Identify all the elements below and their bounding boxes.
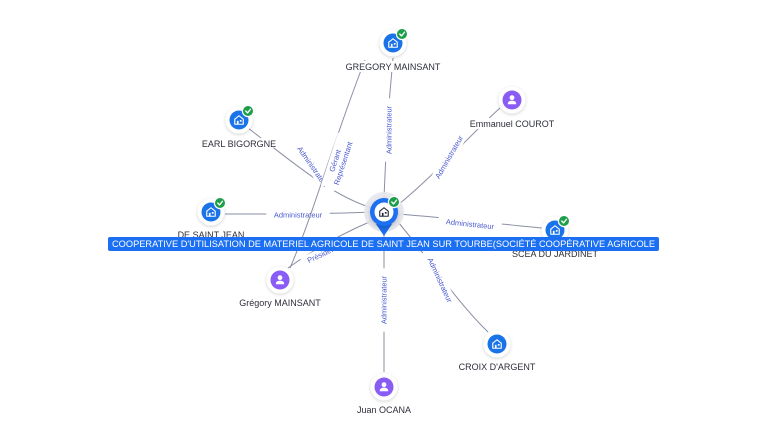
building-icon [388,38,398,48]
center-label: COOPERATIVE D'UTILISATION DE MATERIEL AG… [112,239,655,249]
verified-check-icon [387,195,401,209]
node-label-bg [351,61,435,72]
building-icon [550,225,560,235]
node-label-bg [460,361,534,372]
node-earl-bigorgne[interactable]: EARL BIGORGNE [202,104,276,149]
building-icon [234,115,244,125]
verified-check-icon [213,196,227,210]
edge-label: Administrateur [433,133,465,180]
edge-label: Administrateur [385,105,394,154]
node-label-bg [513,248,597,259]
edge-label-bg [428,126,470,188]
person-icon [507,95,517,105]
node-label: Grégory MAINSANT [239,298,321,308]
node-scea-du-jardinet[interactable]: SCEA DU JARDINET [512,214,599,259]
node-de-saint-jean[interactable]: DE SAINT JEAN [176,196,246,240]
edge-label: Administrateur [426,256,455,304]
node-gregory-mainsant-person[interactable]: Grégory MAINSANT [238,266,322,309]
center-label-bg [108,237,659,251]
edge-label-bg [320,132,358,192]
node-croix-d-argent[interactable]: CROIX D'ARGENT [459,330,536,373]
person-icon [275,275,285,285]
node-label: CROIX D'ARGENT [459,362,536,372]
building-icon [206,207,216,217]
center-node[interactable]: COOPERATIVE D'UTILISATION DE MATERIEL AG… [108,192,659,251]
node-label-bg [472,118,552,129]
edge-label: Administrateur [274,211,323,220]
verified-check-icon [241,104,255,118]
node-label: SCEA DU JARDINET [512,249,599,259]
node-label: Emmanuel COUROT [470,119,555,129]
edge-gregory-mainsant-company: Administrateur [383,57,395,199]
node-label: Juan OCANA [357,405,411,415]
building-icon [379,207,389,217]
edge-label: Administrateur [380,275,389,324]
edge-label-bg [437,214,503,234]
node-juan-ocana[interactable]: Juan OCANA [356,373,412,416]
edge-label-bg [378,268,390,332]
edge-gregory-mainsant-person: GérantReprésentant [289,59,366,269]
edge-scea-du-jardinet: Administrateur [397,213,543,234]
node-label-bg [356,404,412,415]
node-disc [487,334,507,354]
center-pin-tip [376,224,392,236]
nodes-layer: GREGORY MAINSANT EARL BIGORGNE Emmanuel CO… [176,27,599,416]
node-label-bg [204,138,274,149]
node-label-bg [176,229,246,240]
edge-label-bg [383,98,395,162]
edge-label-bg [266,209,330,221]
node-label-bg [238,297,322,308]
node-label: EARL BIGORGNE [202,139,276,149]
node-label: GREGORY MAINSANT [346,62,441,72]
building-icon [492,339,502,349]
verified-check-icon [557,214,571,228]
node-label: DE SAINT JEAN [178,230,245,240]
edge-line [289,59,366,269]
node-gregory-mainsant-company[interactable]: GREGORY MAINSANT [346,27,441,72]
node-emmanuel-courot[interactable]: Emmanuel COUROT [470,86,555,130]
person-icon [379,382,389,392]
edge-de-saint-jean: Administrateur [224,209,371,221]
edge-label-bg [421,248,459,312]
verified-check-icon [395,27,409,41]
center-pin-inner [374,202,394,222]
